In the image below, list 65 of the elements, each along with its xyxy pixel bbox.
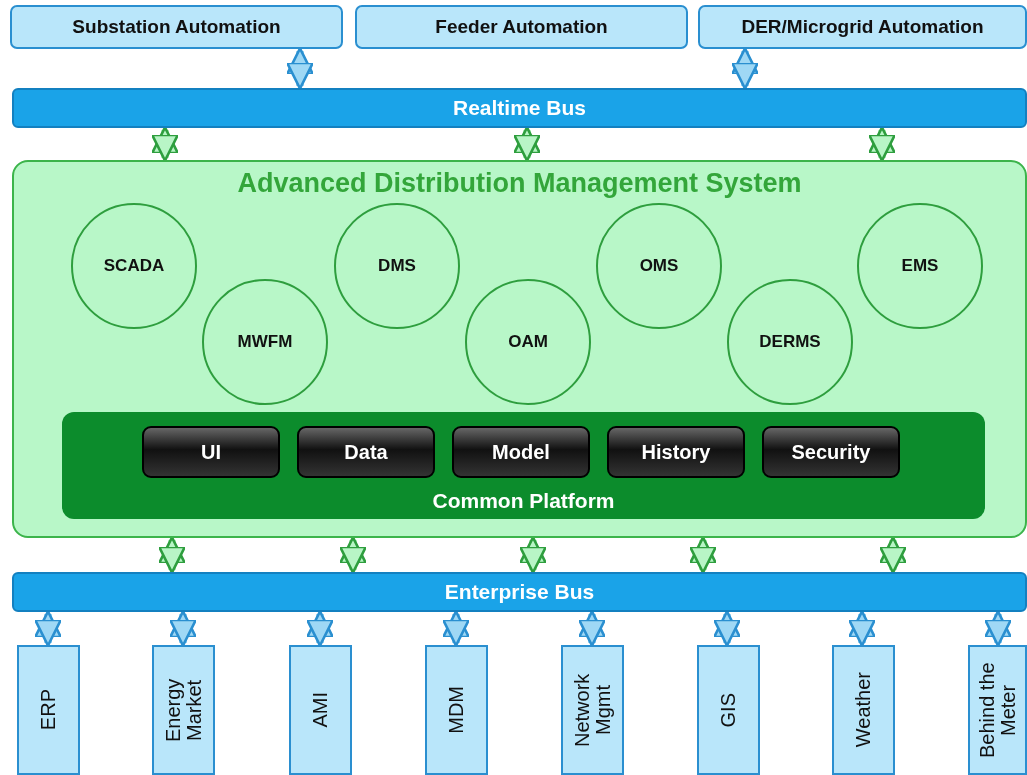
double-arrow <box>730 47 760 90</box>
double-arrow <box>305 610 335 647</box>
module-label: MWFM <box>237 332 293 352</box>
external-system-box <box>832 645 895 775</box>
box-label: GIS <box>718 692 739 728</box>
box-label: Weather <box>853 672 874 748</box>
service-pill <box>762 426 900 478</box>
box-label: Substation Automation <box>72 16 281 38</box>
service-label: Security <box>791 440 871 464</box>
bus-label: Enterprise Bus <box>444 580 595 604</box>
external-system-box <box>17 645 80 775</box>
service-pill <box>452 426 590 478</box>
double-arrow <box>338 536 368 574</box>
double-arrow <box>712 610 742 647</box>
service-pill <box>607 426 745 478</box>
external-system-box <box>697 645 760 775</box>
box-label: MDM <box>446 686 467 734</box>
external-system-box <box>968 645 1027 775</box>
double-arrow <box>157 536 187 574</box>
double-arrow <box>512 126 542 162</box>
container-title: Advanced Distribution Management System <box>237 168 802 199</box>
system-box <box>10 5 343 49</box>
service-label: History <box>641 440 711 464</box>
box-label: DER/Microgrid Automation <box>741 16 984 38</box>
bus-bar <box>12 88 1027 128</box>
module-label: DERMS <box>759 332 821 352</box>
system-container <box>12 160 1027 538</box>
module-label: EMS <box>901 256 939 276</box>
external-system-box <box>289 645 352 775</box>
double-arrow <box>518 536 548 574</box>
service-label: Model <box>492 440 550 464</box>
double-arrow <box>150 126 180 162</box>
box-label: AMI <box>310 692 331 728</box>
service-pill <box>142 426 280 478</box>
platform-panel <box>62 412 985 519</box>
double-arrow <box>867 126 897 162</box>
service-label: Data <box>344 440 388 464</box>
double-arrow <box>441 610 471 647</box>
double-arrow <box>878 536 908 574</box>
double-arrow <box>577 610 607 647</box>
external-system-box <box>152 645 215 775</box>
box-label: Network Mgmt <box>571 672 614 749</box>
box-label: ERP <box>38 689 59 731</box>
double-arrow <box>847 610 877 647</box>
box-label: Energy Market <box>162 677 205 744</box>
double-arrow <box>168 610 198 647</box>
system-box <box>355 5 688 49</box>
double-arrow <box>33 610 63 647</box>
service-label: UI <box>201 440 221 464</box>
platform-title: Common Platform <box>432 489 615 513</box>
bus-label: Realtime Bus <box>452 96 586 120</box>
module-label: DMS <box>378 256 416 276</box>
service-pill <box>297 426 435 478</box>
double-arrow <box>983 610 1013 647</box>
external-system-box <box>561 645 624 775</box>
box-label: Behind the Meter <box>976 661 1019 760</box>
double-arrow <box>688 536 718 574</box>
bus-bar <box>12 572 1027 612</box>
module-label: SCADA <box>103 256 165 276</box>
module-label: OMS <box>639 256 679 276</box>
module-label: OAM <box>508 332 548 352</box>
double-arrow <box>285 47 315 90</box>
external-system-box <box>425 645 488 775</box>
system-box <box>698 5 1027 49</box>
box-label: Feeder Automation <box>435 16 608 38</box>
